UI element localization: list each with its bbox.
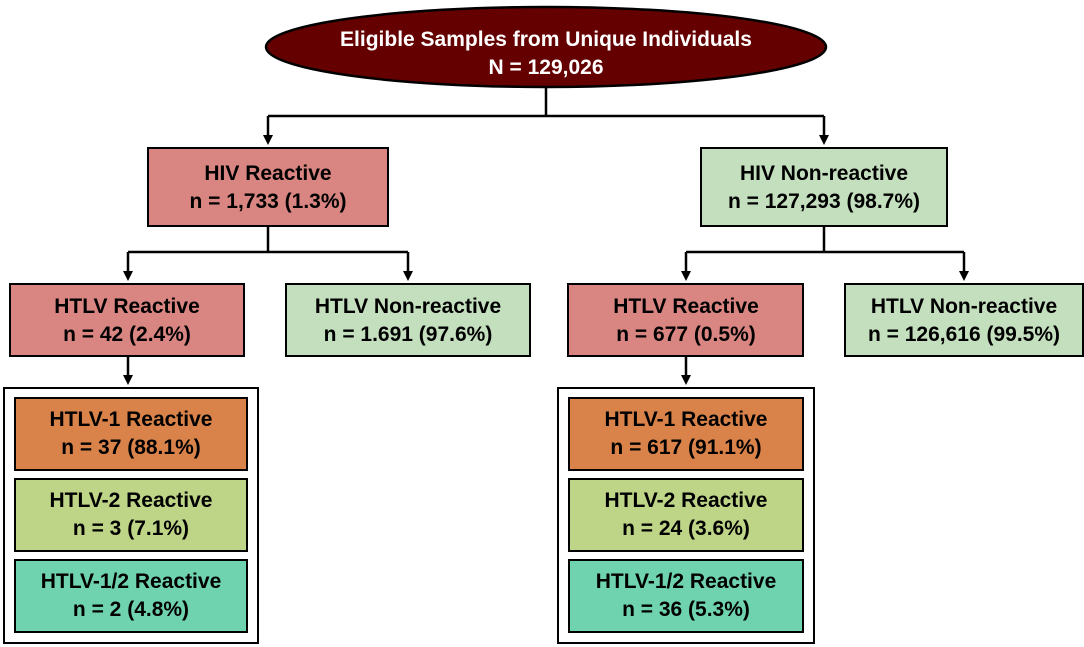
hiv-reactive-count: n = 1,733 (1.3%) <box>190 190 347 213</box>
connectors <box>123 87 969 385</box>
right-htlv-reactive-title: HTLV Reactive <box>613 295 759 318</box>
right-htlv-reactive-node: HTLV Reactive n = 677 (0.5%) <box>567 283 804 357</box>
left-htlv-nonreactive-node: HTLV Non-reactive n = 1.691 (97.6%) <box>285 283 531 357</box>
left-htlv-nonreactive-box <box>285 283 531 357</box>
root-count: N = 129,026 <box>488 56 603 79</box>
left-htlv2-count: n = 3 (7.1%) <box>73 517 189 540</box>
right-htlv1-count: n = 617 (91.1%) <box>610 436 761 459</box>
hiv-nonreactive-node: HIV Non-reactive n = 127,293 (98.7%) <box>700 147 948 227</box>
right-htlv-reactive-count: n = 677 (0.5%) <box>616 323 755 346</box>
left-htlv-reactive-node: HTLV Reactive n = 42 (2.4%) <box>9 283 245 357</box>
left-htlv-reactive-count: n = 42 (2.4%) <box>63 323 191 346</box>
root-connector <box>268 87 824 118</box>
right-htlv12-title: HTLV-1/2 Reactive <box>596 570 777 593</box>
right-htlv2-box <box>568 478 804 552</box>
right-htlv2-count: n = 24 (3.6%) <box>622 517 750 540</box>
left-htlv1-box <box>14 397 248 471</box>
right-htlv2-title: HTLV-2 Reactive <box>604 489 767 512</box>
left-htlv-nonreactive-count: n = 1.691 (97.6%) <box>324 323 493 346</box>
hiv-nonreactive-title: HIV Non-reactive <box>740 162 908 185</box>
left-htlv-reactive-title: HTLV Reactive <box>54 295 200 318</box>
hiv-reactive-box <box>147 147 389 227</box>
left-htlv1-count: n = 37 (88.1%) <box>61 436 200 459</box>
root-node: Eligible Samples from Unique Individuals… <box>264 5 828 89</box>
hiv-nonreactive-connector <box>686 226 964 254</box>
right-htlv12-count: n = 36 (5.3%) <box>622 598 750 621</box>
hiv-nonreactive-count: n = 127,293 (98.7%) <box>728 190 920 213</box>
right-htlv-nonreactive-box <box>844 283 1084 357</box>
right-htlv-nonreactive-count: n = 126,616 (99.5%) <box>868 323 1060 346</box>
hiv-reactive-node: HIV Reactive n = 1,733 (1.3%) <box>147 147 389 227</box>
left-htlv12-box <box>14 559 248 633</box>
root-title: Eligible Samples from Unique Individuals <box>340 28 752 51</box>
right-subtypes-group: HTLV-1 Reactive n = 617 (91.1%) HTLV-2 R… <box>557 387 815 644</box>
hiv-nonreactive-box <box>700 147 948 227</box>
root-ellipse <box>264 5 828 89</box>
left-htlv-reactive-box <box>9 283 245 357</box>
right-htlv1-box <box>568 397 804 471</box>
right-htlv-reactive-box <box>567 283 804 357</box>
right-htlv-nonreactive-title: HTLV Non-reactive <box>871 295 1057 318</box>
hiv-reactive-connector <box>128 226 408 254</box>
left-htlv12-title: HTLV-1/2 Reactive <box>41 570 222 593</box>
left-htlv1-title: HTLV-1 Reactive <box>49 408 212 431</box>
left-htlv2-title: HTLV-2 Reactive <box>49 489 212 512</box>
right-htlv1-title: HTLV-1 Reactive <box>604 408 767 431</box>
left-htlv-nonreactive-title: HTLV Non-reactive <box>315 295 501 318</box>
right-htlv-nonreactive-node: HTLV Non-reactive n = 126,616 (99.5%) <box>844 283 1084 357</box>
left-subtypes-group: HTLV-1 Reactive n = 37 (88.1%) HTLV-2 Re… <box>3 387 259 644</box>
left-htlv12-count: n = 2 (4.8%) <box>73 598 189 621</box>
hiv-reactive-title: HIV Reactive <box>204 162 331 185</box>
right-htlv12-box <box>568 559 804 633</box>
left-htlv2-box <box>14 478 248 552</box>
